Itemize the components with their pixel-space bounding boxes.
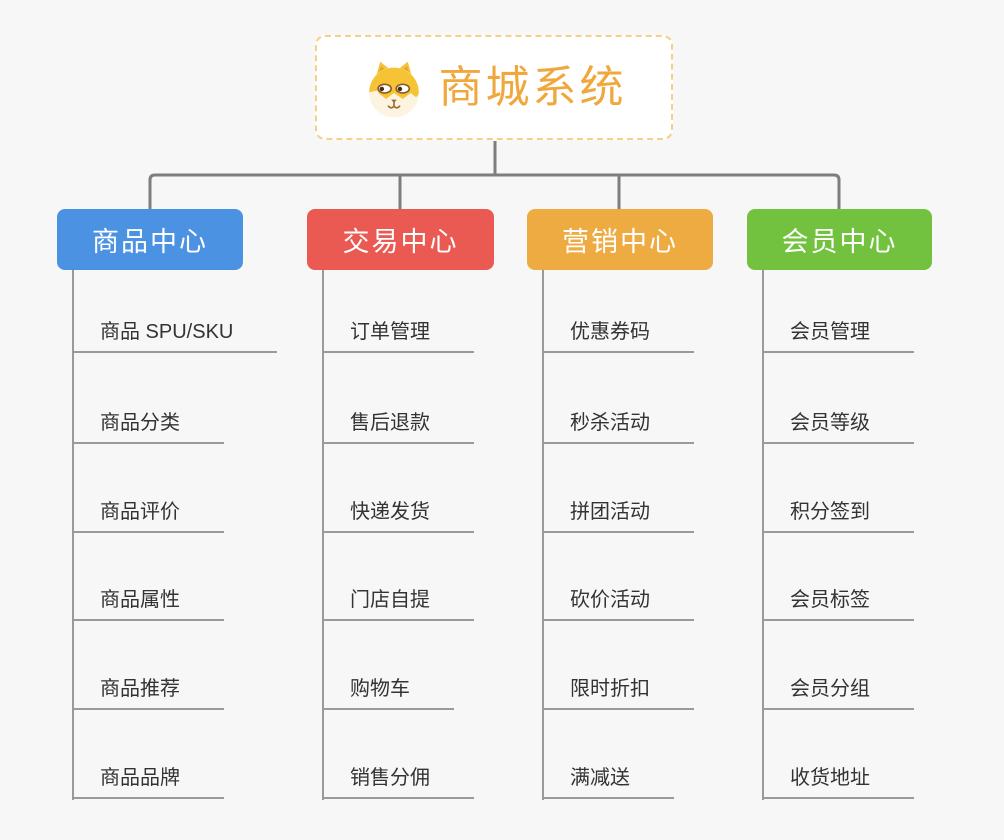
branch-node-product-center[interactable]: 商品中心: [57, 209, 243, 270]
leaf-node[interactable]: 会员等级: [763, 404, 914, 444]
branch-node-member-center[interactable]: 会员中心: [747, 209, 932, 270]
leaf-node[interactable]: 商品推荐: [73, 670, 224, 710]
leaf-node[interactable]: 拼团活动: [543, 493, 694, 533]
leaf-node[interactable]: 秒杀活动: [543, 404, 694, 444]
leaf-node[interactable]: 优惠券码: [543, 313, 694, 353]
leaf-node[interactable]: 门店自提: [323, 581, 474, 621]
branch-trunk-lines: [72, 270, 764, 800]
leaf-node[interactable]: 快递发货: [323, 493, 474, 533]
leaf-node[interactable]: 会员标签: [763, 581, 914, 621]
leaf-node[interactable]: 商品评价: [73, 493, 224, 533]
root-node[interactable]: 商城系统: [315, 35, 673, 140]
branch-node-marketing-center[interactable]: 营销中心: [527, 209, 713, 270]
leaf-node[interactable]: 会员管理: [763, 313, 914, 353]
leaf-node[interactable]: 商品品牌: [73, 759, 224, 799]
leaf-node[interactable]: 收货地址: [763, 759, 914, 799]
leaf-node[interactable]: 限时折扣: [543, 670, 694, 710]
leaf-node[interactable]: 商品 SPU/SKU: [73, 313, 278, 353]
leaf-node[interactable]: 满减送: [543, 759, 674, 799]
leaf-node[interactable]: 砍价活动: [543, 581, 694, 621]
leaf-node[interactable]: 订单管理: [323, 313, 474, 353]
branch-node-trade-center[interactable]: 交易中心: [307, 209, 494, 270]
leaf-node[interactable]: 销售分佣: [323, 759, 474, 799]
leaf-node[interactable]: 售后退款: [323, 404, 474, 444]
leaf-node[interactable]: 积分签到: [763, 493, 914, 533]
root-title: 商城系统: [438, 62, 627, 112]
root-to-branches-connector: [148, 141, 841, 209]
leaf-node[interactable]: 购物车: [323, 670, 454, 710]
leaf-node[interactable]: 商品属性: [73, 581, 224, 621]
leaf-node[interactable]: 商品分类: [73, 404, 224, 444]
leaf-node[interactable]: 会员分组: [763, 670, 914, 710]
shiba-dog-icon: [368, 61, 419, 117]
